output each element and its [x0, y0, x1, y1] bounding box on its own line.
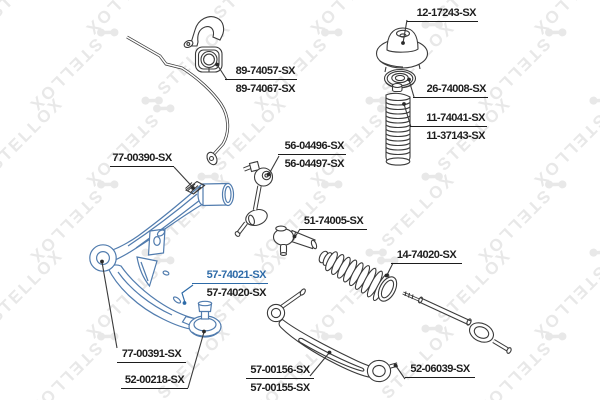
part-number[interactable]: 56-04496-SX — [278, 140, 346, 155]
watermark-tile: STELLOX — [472, 17, 572, 117]
part-number[interactable]: 51-74005-SX — [303, 215, 364, 227]
label-lateral-link-pair[interactable]: 57-00156-SX 57-00155-SX — [246, 364, 314, 396]
inner-tie-rod-drawing — [402, 291, 512, 354]
watermark-tile: STELLOX — [416, 0, 516, 40]
stabilizer-clamp-drawing — [183, 16, 225, 49]
strut-boot-drawing — [385, 82, 411, 166]
wrench-icon — [545, 332, 567, 341]
part-number[interactable]: 52-06039-SX — [410, 363, 470, 375]
wrench-icon — [97, 180, 119, 189]
part-number[interactable]: 26-74008-SX — [426, 83, 487, 95]
label-arm-rear-bushing[interactable]: 77-00391-SX — [117, 348, 186, 363]
part-number[interactable]: 11-37143-SX — [426, 130, 485, 142]
wrench-icon — [377, 256, 399, 265]
part-number[interactable]: 56-04497-SX — [284, 158, 345, 170]
label-control-arm-pair[interactable]: 57-74021-SX 57-74020-SX — [192, 269, 268, 301]
watermark-tile: STELLOX — [80, 245, 180, 345]
part-number[interactable]: 57-00156-SX — [246, 364, 314, 379]
watermark-tile: STELLOX — [24, 17, 124, 117]
watermark-tile: STELLOX — [136, 17, 236, 117]
wrench-icon — [197, 172, 219, 181]
part-number[interactable]: 89-74057-SX — [225, 65, 297, 80]
label-steering-boot[interactable]: 14-74020-SX — [391, 249, 462, 264]
label-stab-bushing-pair[interactable]: 89-74057-SX 89-74067-SX — [225, 65, 297, 97]
label-inner-tie-rod[interactable]: 52-06039-SX — [405, 363, 475, 378]
part-number[interactable]: 52-00218-SX — [124, 374, 185, 386]
wrench-icon — [589, 248, 600, 257]
wrench-icon — [545, 180, 567, 189]
stabilizer-link-drawing — [234, 160, 274, 237]
watermark-tile: STELLOX — [248, 169, 348, 269]
watermark-tile: STELLOX — [304, 245, 404, 345]
wrench-icon — [153, 256, 175, 265]
wrench-icon — [545, 28, 567, 37]
wrench-icon — [141, 96, 163, 105]
part-number[interactable]: 77-00390-SX — [112, 152, 172, 164]
wrench-icon — [97, 28, 119, 37]
watermark-tile: STELLOX — [584, 17, 600, 117]
watermark-tile: STELLOX — [80, 93, 180, 193]
label-strut-boot-pair[interactable]: 11-74041-SX 11-37143-SX — [410, 112, 487, 144]
wrench-icon — [421, 20, 443, 29]
wrench-icon — [365, 96, 387, 105]
watermark-tile: STELLOX — [416, 93, 516, 193]
wrench-icon — [365, 248, 387, 257]
wrench-icon — [97, 332, 119, 341]
watermark-tile: STELLOX — [584, 169, 600, 269]
label-arm-front-bushing[interactable]: 77-00390-SX — [110, 152, 174, 167]
wrench-icon — [321, 28, 343, 37]
lateral-link-drawing — [266, 288, 399, 383]
watermark-tile: STELLOX — [24, 169, 124, 269]
stabilizer-bushing-drawing — [194, 46, 223, 73]
watermark-tile: STELLOX — [472, 321, 572, 400]
sway-bar-drawing — [126, 35, 230, 166]
part-number[interactable]: 57-74020-SX — [206, 287, 267, 299]
watermark-tile: STELLOX — [248, 321, 348, 400]
watermark-tile: STELLOX — [192, 93, 292, 193]
watermark-tile: STELLOX — [360, 17, 460, 117]
watermark-tile: STELLOX — [416, 245, 516, 345]
wrench-icon — [421, 324, 443, 333]
control-arm-drawing — [89, 182, 235, 331]
part-number[interactable]: 12-17243-SX — [416, 7, 477, 19]
part-number-highlighted[interactable]: 57-74021-SX — [192, 269, 268, 284]
wrench-icon — [421, 172, 443, 181]
part-number[interactable]: 11-74041-SX — [410, 112, 487, 127]
wrench-icon — [321, 332, 343, 341]
wrench-icon — [589, 96, 600, 105]
steering-boot-drawing — [318, 250, 398, 302]
watermark-tile: STELLOX — [360, 169, 460, 269]
watermark-tile: STELLOX — [248, 17, 348, 117]
label-ball-joint[interactable]: 52-00218-SX — [121, 374, 188, 389]
tie-rod-end-drawing — [272, 225, 318, 256]
label-tie-rod-end[interactable]: 51-74005-SX — [300, 215, 367, 230]
watermark-tile: STELLOX — [472, 169, 572, 269]
part-number[interactable]: 57-00155-SX — [250, 382, 310, 394]
label-stab-link-pair[interactable]: 56-04496-SX 56-04497-SX — [278, 140, 346, 172]
label-strut-mount[interactable]: 12-17243-SX — [407, 7, 478, 22]
strut-mount-drawing — [375, 27, 429, 73]
part-number[interactable]: 14-74020-SX — [396, 249, 457, 261]
leader-lines — [100, 19, 415, 389]
ball-joint-drawing — [188, 300, 222, 338]
wrench-icon — [153, 104, 175, 113]
label-strut-bearing[interactable]: 26-74008-SX — [413, 83, 488, 98]
watermark-tile: STELLOX — [24, 321, 124, 400]
wrench-icon — [321, 180, 343, 189]
part-number[interactable]: 77-00391-SX — [121, 348, 182, 360]
part-number[interactable]: 89-74067-SX — [235, 83, 296, 95]
